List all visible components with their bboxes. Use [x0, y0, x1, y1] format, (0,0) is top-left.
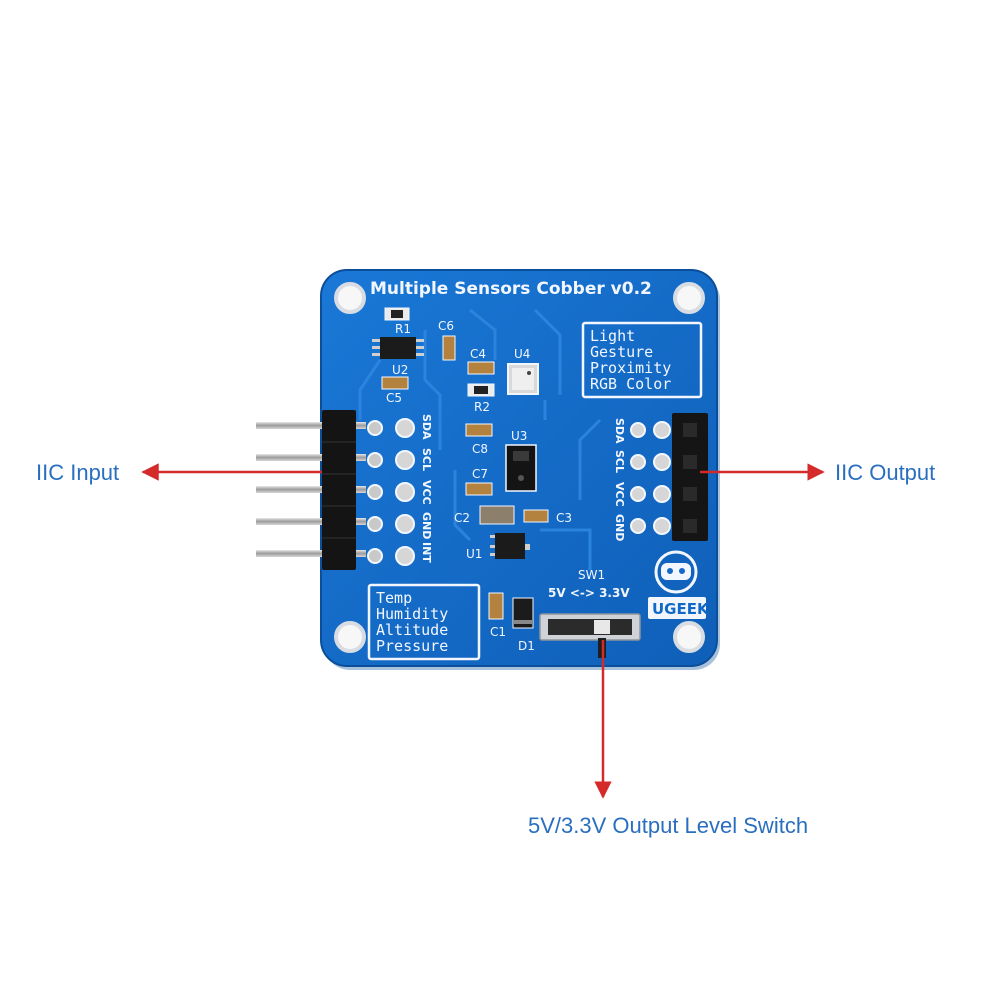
- right-pin-label: VCC: [613, 482, 626, 507]
- components: R1 U2 C5 C6 C4 R2 U4 C8 U3 C7: [372, 307, 630, 653]
- refdes-label: C6: [438, 319, 454, 333]
- right-pads: [630, 421, 671, 535]
- refdes-label: D1: [518, 639, 535, 653]
- right-pin-label: SDA: [613, 418, 626, 444]
- refdes-label: U4: [514, 347, 530, 361]
- level-switch-label: 5V/3.3V Output Level Switch: [528, 813, 809, 838]
- refdes-label: C7: [472, 467, 488, 481]
- board-title: Multiple Sensors Cobber v0.2: [370, 279, 652, 299]
- mounting-hole-icon: [334, 282, 705, 653]
- refdes-label: SW1: [578, 568, 605, 582]
- left-pin-label: INT: [420, 542, 433, 563]
- ugeek-logo: UGEEK: [648, 550, 710, 619]
- left-sensor-box: Temp Humidity Altitude Pressure: [367, 583, 481, 661]
- refdes-label: C8: [472, 442, 488, 456]
- right-box-line: Proximity: [590, 359, 671, 377]
- level-switch: [539, 613, 641, 658]
- refdes-label: U1: [466, 547, 482, 561]
- left-pin-label: SCL: [420, 448, 433, 471]
- refdes-label: R1: [395, 322, 411, 336]
- left-box-line: Temp: [376, 589, 412, 607]
- right-pin-label: SCL: [613, 450, 626, 473]
- left-box-line: Pressure: [376, 637, 448, 655]
- left-pin-label: GND: [420, 512, 433, 539]
- refdes-label: R2: [474, 400, 490, 414]
- iic-output-label: IIC Output: [835, 460, 936, 485]
- iic-input-label: IIC Input: [36, 460, 120, 485]
- switch-label: 5V <-> 3.3V: [548, 586, 630, 600]
- refdes-label: C5: [386, 391, 402, 405]
- left-box-line: Humidity: [376, 605, 448, 623]
- refdes-label: C2: [454, 511, 470, 525]
- left-box-line: Altitude: [376, 621, 448, 639]
- right-sensor-box: Light Gesture Proximity RGB Color: [581, 321, 703, 399]
- left-pin-labels: SDA SCL VCC GND INT: [420, 414, 433, 563]
- refdes-label: U2: [392, 363, 408, 377]
- refdes-label: C3: [556, 511, 572, 525]
- left-pin-label: VCC: [420, 480, 433, 505]
- right-box-line: Gesture: [590, 343, 653, 361]
- right-female-header: [672, 413, 708, 541]
- right-box-line: Light: [590, 327, 635, 345]
- refdes-label: U3: [511, 429, 527, 443]
- brand-name: UGEEK: [652, 600, 710, 618]
- left-pin-header: [256, 410, 366, 570]
- right-pin-label: GND: [613, 514, 626, 541]
- right-pin-labels: SDA SCL VCC GND: [613, 418, 626, 541]
- refdes-label: C1: [490, 625, 506, 639]
- left-pin-label: SDA: [420, 414, 433, 440]
- right-box-line: RGB Color: [590, 375, 671, 393]
- refdes-label: C4: [470, 347, 486, 361]
- left-pads: [367, 418, 415, 566]
- pcb-traces: [358, 308, 602, 570]
- callout-arrows: [141, 463, 825, 799]
